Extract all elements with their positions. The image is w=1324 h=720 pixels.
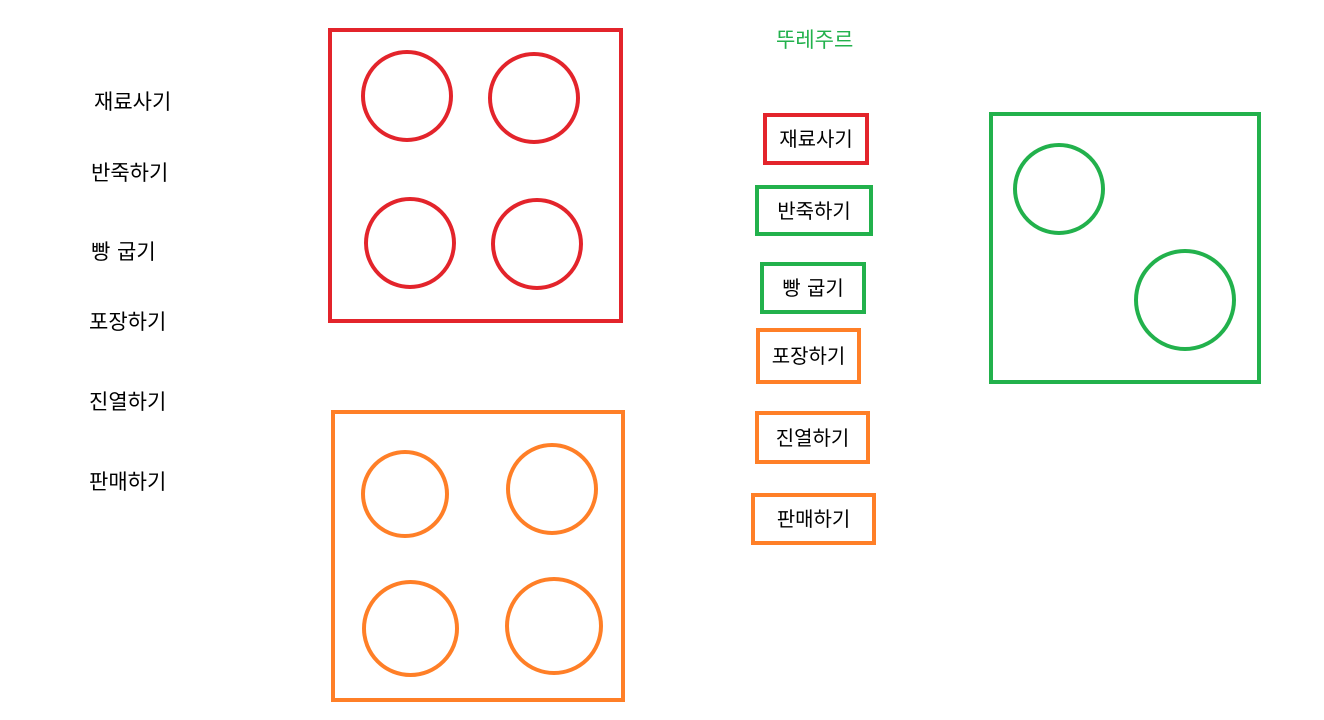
green-circle-2 <box>1134 249 1236 351</box>
left-step-5: 진열하기 <box>89 390 167 414</box>
red-circle-1 <box>361 50 453 142</box>
left-step-2: 반죽하기 <box>91 161 169 185</box>
red-circle-3 <box>364 197 456 289</box>
green-group-box <box>989 112 1261 384</box>
boxed-step-6: 판매하기 <box>751 493 876 545</box>
boxed-step-3: 빵 굽기 <box>760 262 866 314</box>
orange-circle-3 <box>362 580 459 677</box>
boxed-step-5: 진열하기 <box>755 411 870 464</box>
orange-group-box <box>331 410 625 702</box>
red-circle-4 <box>491 198 583 290</box>
orange-circle-1 <box>361 450 449 538</box>
left-step-4: 포장하기 <box>89 310 167 334</box>
red-circle-2 <box>488 52 580 144</box>
orange-circle-2 <box>506 443 598 535</box>
left-step-6: 판매하기 <box>89 470 167 494</box>
boxed-step-1: 재료사기 <box>763 113 869 165</box>
left-step-3: 빵 굽기 <box>91 240 156 264</box>
boxed-step-4: 포장하기 <box>756 328 861 384</box>
left-step-1: 재료사기 <box>94 90 172 114</box>
green-circle-1 <box>1013 143 1105 235</box>
orange-circle-4 <box>505 577 603 675</box>
chain-title: 뚜레주르 <box>776 28 854 52</box>
boxed-step-2: 반죽하기 <box>755 185 873 236</box>
red-group-box <box>328 28 623 323</box>
